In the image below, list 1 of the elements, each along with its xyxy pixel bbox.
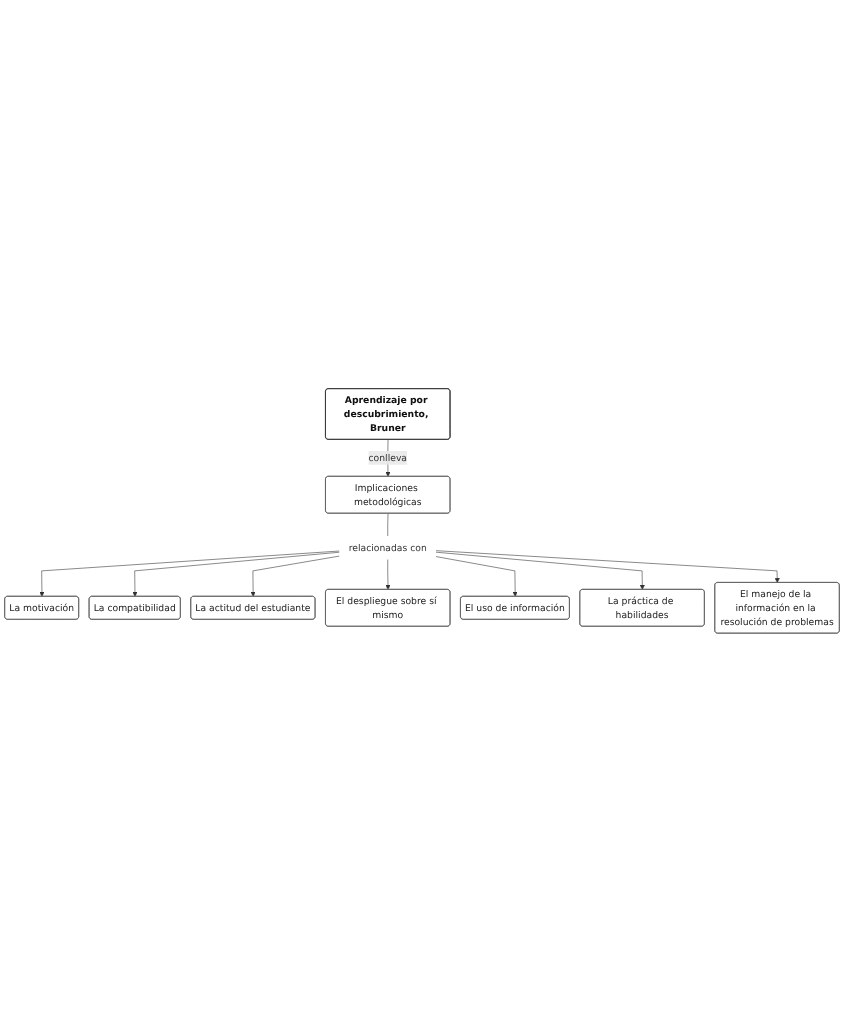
connector bbox=[387, 512, 389, 536]
